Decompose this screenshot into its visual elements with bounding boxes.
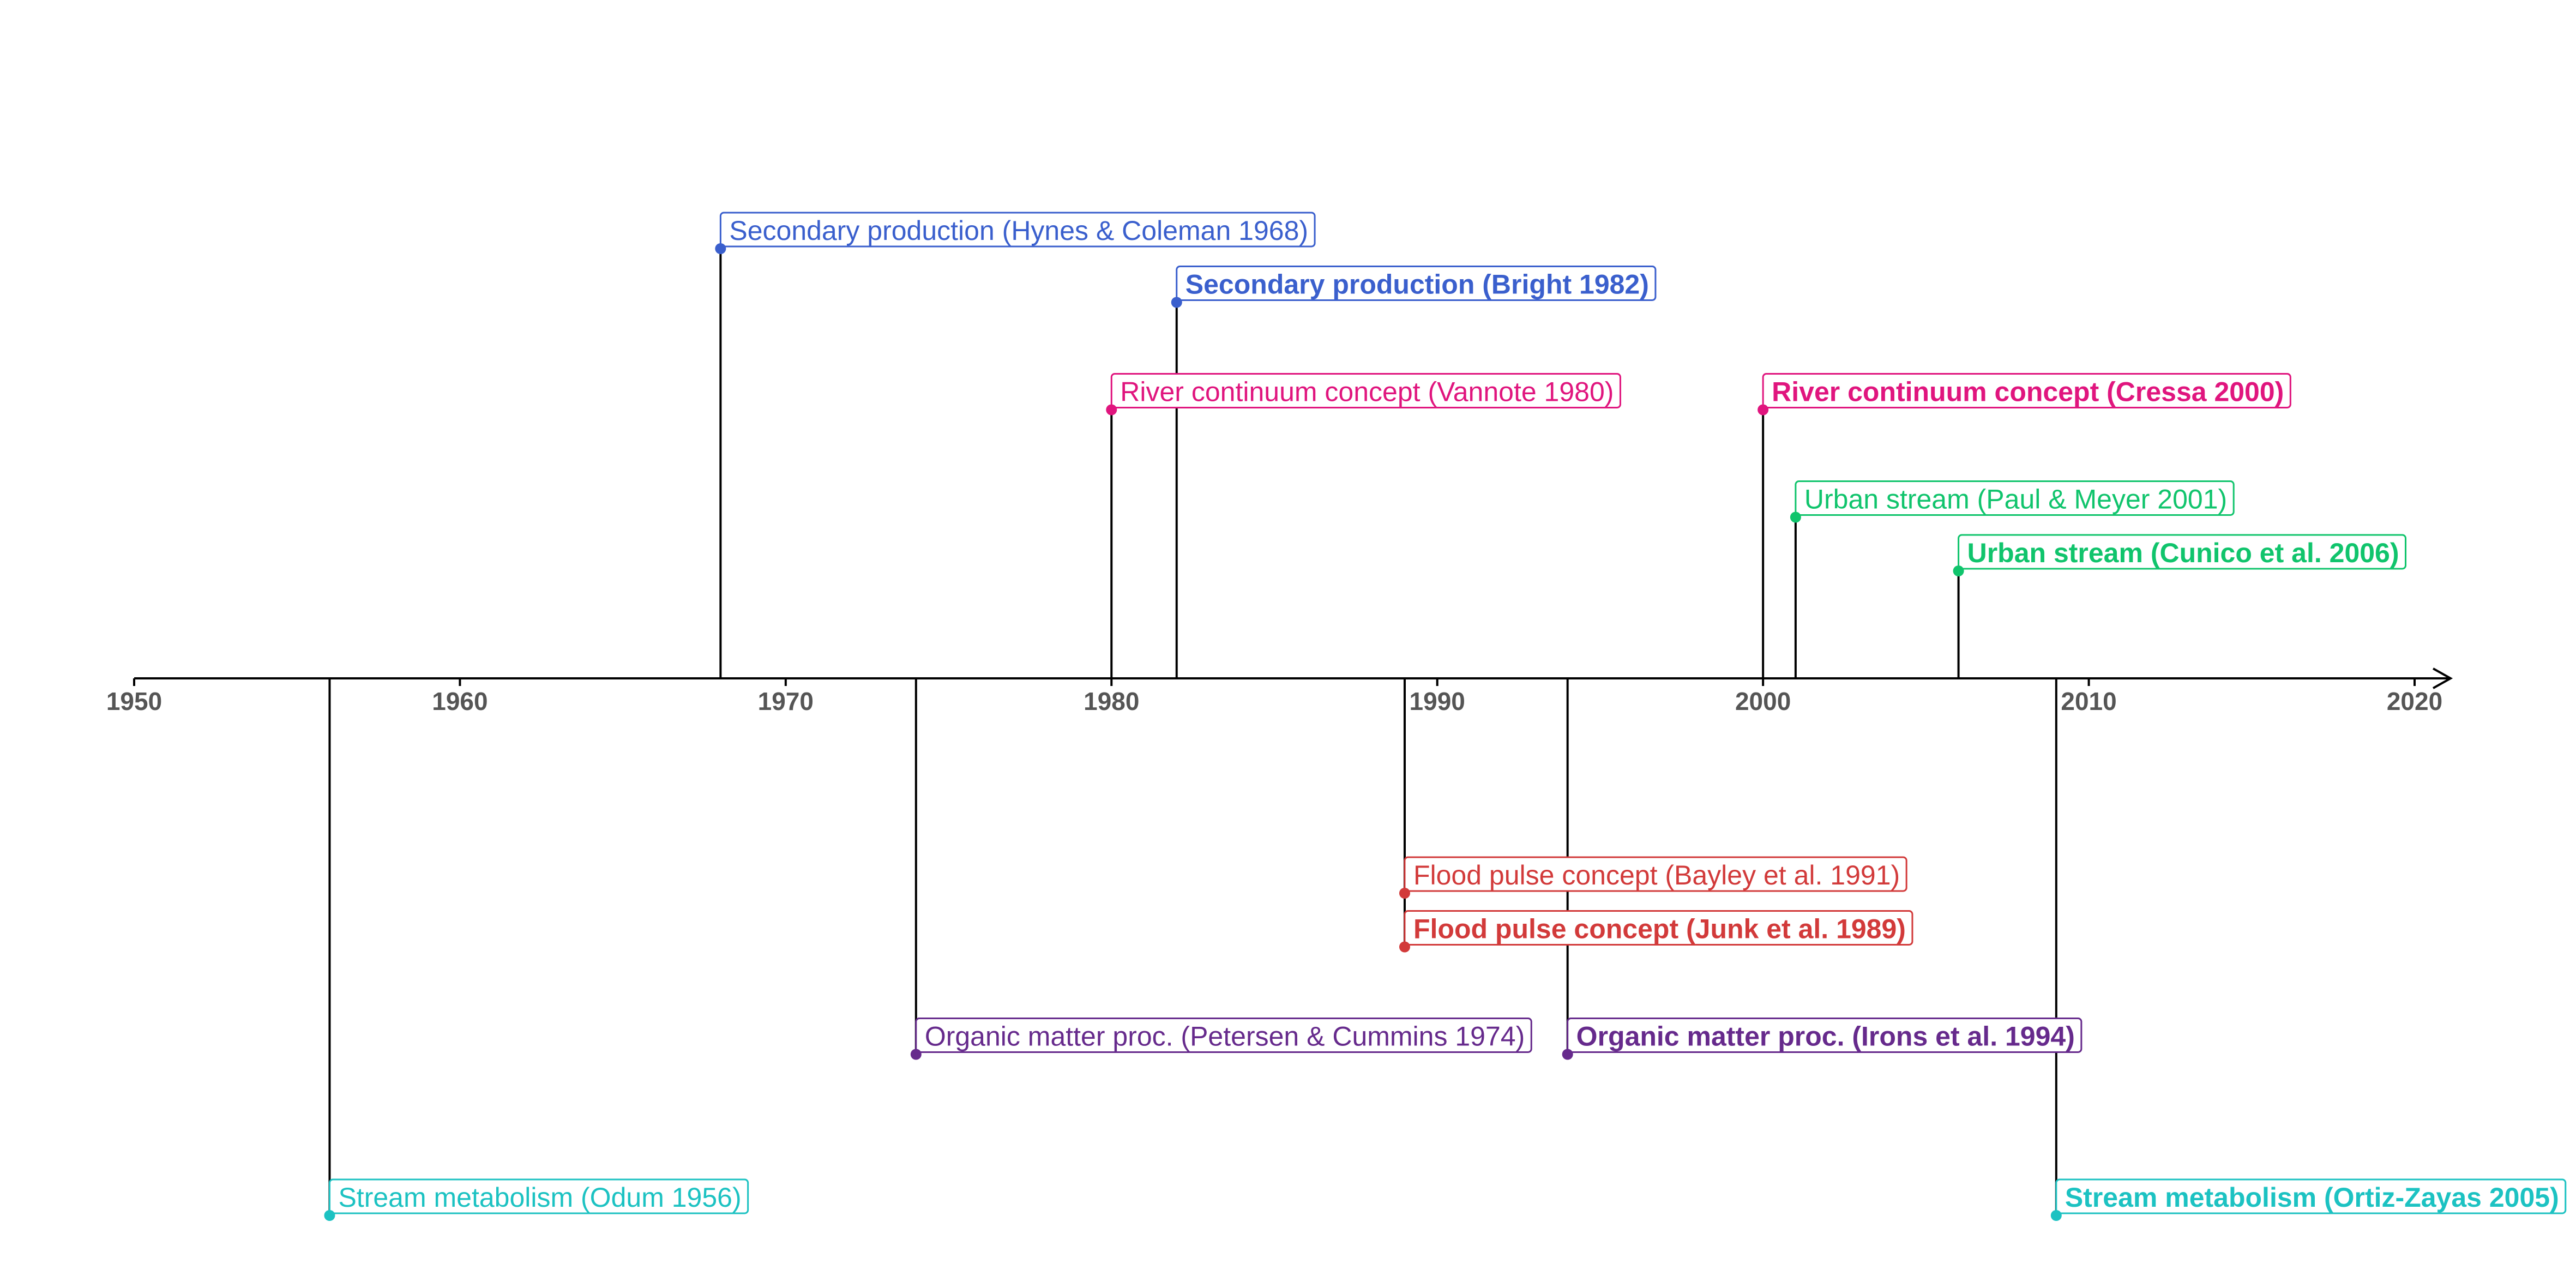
event-label-box (1404, 856, 1907, 892)
event-label: Stream metabolism (Ortiz-Zayas 2005) (2065, 1182, 2559, 1213)
tick-label: 2010 (2061, 687, 2116, 715)
event-marker: Urban stream (Paul & Meyer 2001) (1790, 480, 2235, 523)
tick-label: 1960 (432, 687, 487, 715)
event-marker: Urban stream (Cunico et al. 2006) (1953, 534, 2407, 576)
event-label-box (719, 212, 1316, 248)
event-marker: Flood pulse concept (Bayley et al. 1991) (1399, 856, 1907, 899)
event-marker: Flood pulse concept (Junk et al. 1989) (1399, 910, 1913, 953)
event-label-box (915, 1018, 1532, 1053)
timeline-axis: 1950 1960 1970 1980 1990 2000 2010 2020 (106, 667, 2453, 715)
event-label: Urban stream (Paul & Meyer 2001) (1804, 484, 2227, 515)
event-dot (1399, 941, 1410, 953)
event-marker: Organic matter proc. (Petersen & Cummins… (910, 1018, 1532, 1060)
event-dot (715, 243, 726, 254)
event-marker: River continuum concept (Vannote 1980) (1106, 373, 1621, 416)
event-dot (1758, 404, 1769, 416)
event-label: Flood pulse concept (Bayley et al. 1991) (1413, 860, 1900, 890)
event-marker: Secondary production (Bright 1982) (1171, 266, 1657, 308)
event-dot (2050, 1210, 2062, 1221)
event-label-box (1567, 1018, 2083, 1053)
event-label: Secondary production (Bright 1982) (1185, 269, 1649, 300)
tick-label: 1980 (1084, 687, 1139, 715)
event-marker: Organic matter proc. (Irons et al. 1994) (1562, 1018, 2083, 1060)
tick-label: 2000 (1735, 687, 1791, 715)
events-layer: Secondary production (Hynes & Coleman 19… (324, 212, 2567, 1221)
event-label: Stream metabolism (Odum 1956) (338, 1182, 741, 1213)
event-dot (1790, 511, 1801, 523)
event-marker: Stream metabolism (Ortiz-Zayas 2005) (2050, 1178, 2567, 1221)
event-dot (1953, 565, 1964, 576)
event-dot (1171, 297, 1182, 308)
event-dot (324, 1210, 335, 1221)
tick-label: 1990 (1410, 687, 1465, 715)
event-label-box (1762, 373, 2291, 408)
tick-label: 1970 (758, 687, 814, 715)
tick-label: 2020 (2387, 687, 2442, 715)
event-label-box (1176, 266, 1657, 301)
event-label-box (1958, 534, 2407, 570)
event-dot (1562, 1049, 1573, 1060)
event-marker: Secondary production (Hynes & Coleman 19… (715, 212, 1316, 254)
event-label-box (2055, 1178, 2567, 1214)
event-label: Urban stream (Cunico et al. 2006) (1967, 538, 2399, 568)
event-dot (1106, 404, 1117, 416)
event-marker: Stream metabolism (Odum 1956) (324, 1178, 749, 1221)
event-label: River continuum concept (Vannote 1980) (1120, 377, 1614, 407)
event-label: Flood pulse concept (Junk et al. 1989) (1413, 914, 1906, 944)
event-label-box (328, 1178, 749, 1214)
event-label: River continuum concept (Cressa 2000) (1772, 377, 2284, 407)
event-dot (910, 1049, 922, 1060)
event-dot (1399, 888, 1410, 899)
event-marker: River continuum concept (Cressa 2000) (1758, 373, 2291, 416)
event-label: Secondary production (Hynes & Coleman 19… (729, 215, 1308, 246)
event-label-box (1110, 373, 1621, 408)
stems-layer (328, 249, 2057, 1215)
axis-arrow-icon (2433, 667, 2453, 689)
event-label-box (1795, 480, 2235, 516)
event-label: Organic matter proc. (Petersen & Cummins… (925, 1021, 1525, 1052)
event-label-box (1404, 910, 1913, 946)
event-label: Organic matter proc. (Irons et al. 1994) (1576, 1021, 2075, 1052)
tick-label: 1950 (106, 687, 162, 715)
